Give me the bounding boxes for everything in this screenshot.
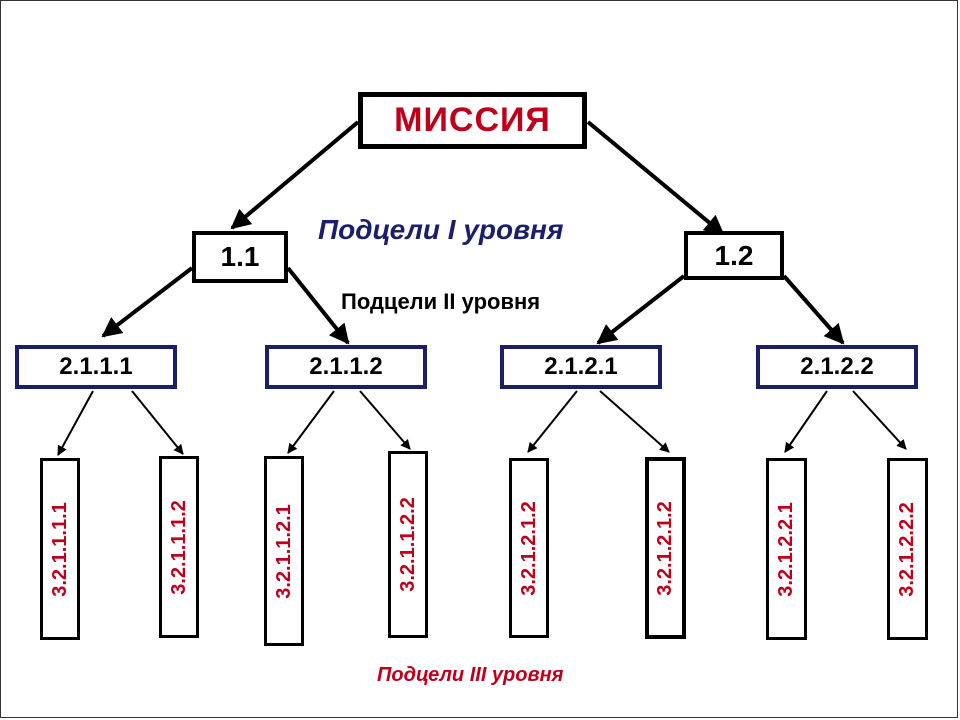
arrow-1-1-to-2-1-1-2: [286, 266, 350, 345]
arrow-mission-to-1-2: [586, 120, 725, 236]
goal-label: 1.1: [220, 241, 260, 272]
goal-box-3-2-1-1-2-1: 3.2.1.1.2.1: [264, 456, 304, 646]
arrow-to-3-2-1-2-2-1: [784, 390, 828, 453]
goal-label: 3.2.1.1.2.1: [272, 503, 295, 599]
goal-label: 3.2.1.1.1.2: [167, 499, 190, 595]
mission-label: МИССИЯ: [394, 101, 551, 139]
goal-box-1-2: 1.2: [684, 231, 784, 280]
goal-box-3-2-1-2-1-2-a: 3.2.1.2.1.2: [509, 458, 549, 638]
goal-label: 2.1.1.1: [59, 353, 133, 380]
goal-label: 2.1.2.1: [544, 353, 618, 380]
goal-label: 3.2.1.1.2.2: [396, 497, 419, 592]
goal-label: 3.2.1.2.1.2: [654, 500, 676, 596]
caption-level3: Подцели III уровня: [377, 664, 564, 686]
goal-label: 3.2.1.2.1.2: [517, 500, 540, 596]
goal-box-3-2-1-1-1-1: 3.2.1.1.1.1: [40, 458, 80, 640]
arrow-to-3-2-1-2-2-2: [852, 390, 907, 450]
goal-box-3-2-1-1-1-2: 3.2.1.1.1.2: [159, 456, 199, 638]
arrow-to-3-2-1-1-1-1: [57, 390, 94, 456]
caption-level1: Подцели I уровня: [318, 214, 564, 245]
goal-label: 2.1.2.2: [800, 353, 874, 380]
arrow-to-3-2-1-1-1-2: [131, 390, 184, 455]
arrow-mission-to-1-1: [230, 120, 360, 230]
arrow-to-3-2-1-1-2-2: [359, 390, 411, 450]
goal-box-3-2-1-1-2-2: 3.2.1.1.2.2: [388, 451, 428, 638]
goal-box-2-1-1-2: 2.1.1.2: [265, 345, 427, 389]
goal-label: 3.2.1.1.1.1: [48, 501, 71, 597]
goal-label: 1.2: [714, 239, 754, 271]
mission-box: МИССИЯ: [358, 92, 587, 149]
arrow-to-3-2-1-2-1-2-a: [527, 390, 578, 453]
goal-box-2-1-1-1: 2.1.1.1: [15, 345, 177, 389]
arrow-1-2-to-2-1-2-1: [596, 274, 686, 345]
goal-box-1-1: 1.1: [192, 231, 288, 283]
goal-box-2-1-2-1: 2.1.2.1: [500, 345, 662, 389]
caption-level2: Подцели II уровня: [341, 289, 541, 314]
goal-label: 3.2.1.2.2.1: [775, 501, 797, 597]
arrow-1-2-to-2-1-2-2: [782, 274, 845, 345]
goal-box-3-2-1-2-1-2-b: 3.2.1.2.1.2: [645, 457, 686, 639]
arrow-1-1-to-2-1-1-1: [101, 266, 194, 338]
goal-box-2-1-2-2: 2.1.2.2: [756, 345, 918, 389]
goal-box-3-2-1-2-2-1: 3.2.1.2.2.1: [766, 458, 807, 640]
arrow-to-3-2-1-1-2-1: [287, 390, 335, 454]
goal-label: 2.1.1.2: [309, 353, 383, 380]
goal-label: 3.2.1.2.2.2: [896, 501, 918, 597]
goal-box-3-2-1-2-2-2: 3.2.1.2.2.2: [887, 458, 928, 640]
arrow-to-3-2-1-2-1-2-b: [599, 390, 670, 453]
